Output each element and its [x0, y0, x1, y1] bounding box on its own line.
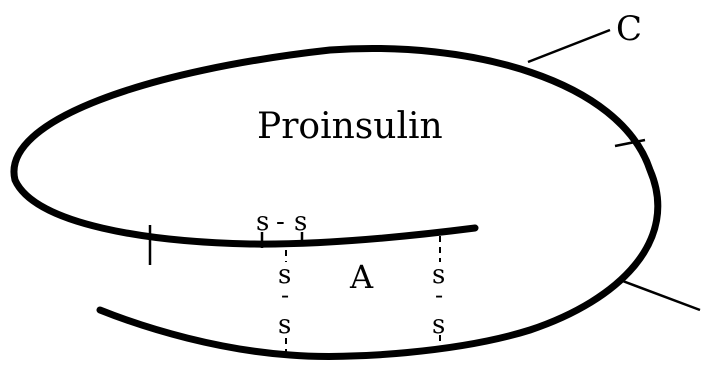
proinsulin-title: Proinsulin	[257, 106, 443, 147]
a-chain-leader-right	[619, 278, 701, 312]
inter-disulfide-1-bg	[276, 262, 296, 334]
inter-disulfide-1-s-top: s	[278, 260, 291, 290]
inter-disulfide-2-s-bottom: s	[432, 310, 445, 340]
c-peptide-leader	[527, 28, 611, 64]
inter-disulfide-1-dash: -	[281, 281, 289, 309]
inter-disulfide-2-bg	[430, 262, 450, 334]
intra-disulfide-s-left: s	[256, 207, 269, 237]
c-peptide-label: C	[616, 9, 642, 49]
a-chain-label: A	[349, 258, 374, 296]
inter-disulfide-1-s-bottom: s	[278, 310, 291, 340]
inter-disulfide-2-s-top: s	[432, 260, 445, 290]
proinsulin-chain	[10, 45, 662, 360]
inter-disulfide-2-dash: -	[435, 281, 443, 309]
intra-disulfide-s-right: s	[294, 207, 307, 237]
intra-disulfide-dash: -	[276, 207, 285, 237]
boundary-tick-right	[614, 138, 646, 148]
